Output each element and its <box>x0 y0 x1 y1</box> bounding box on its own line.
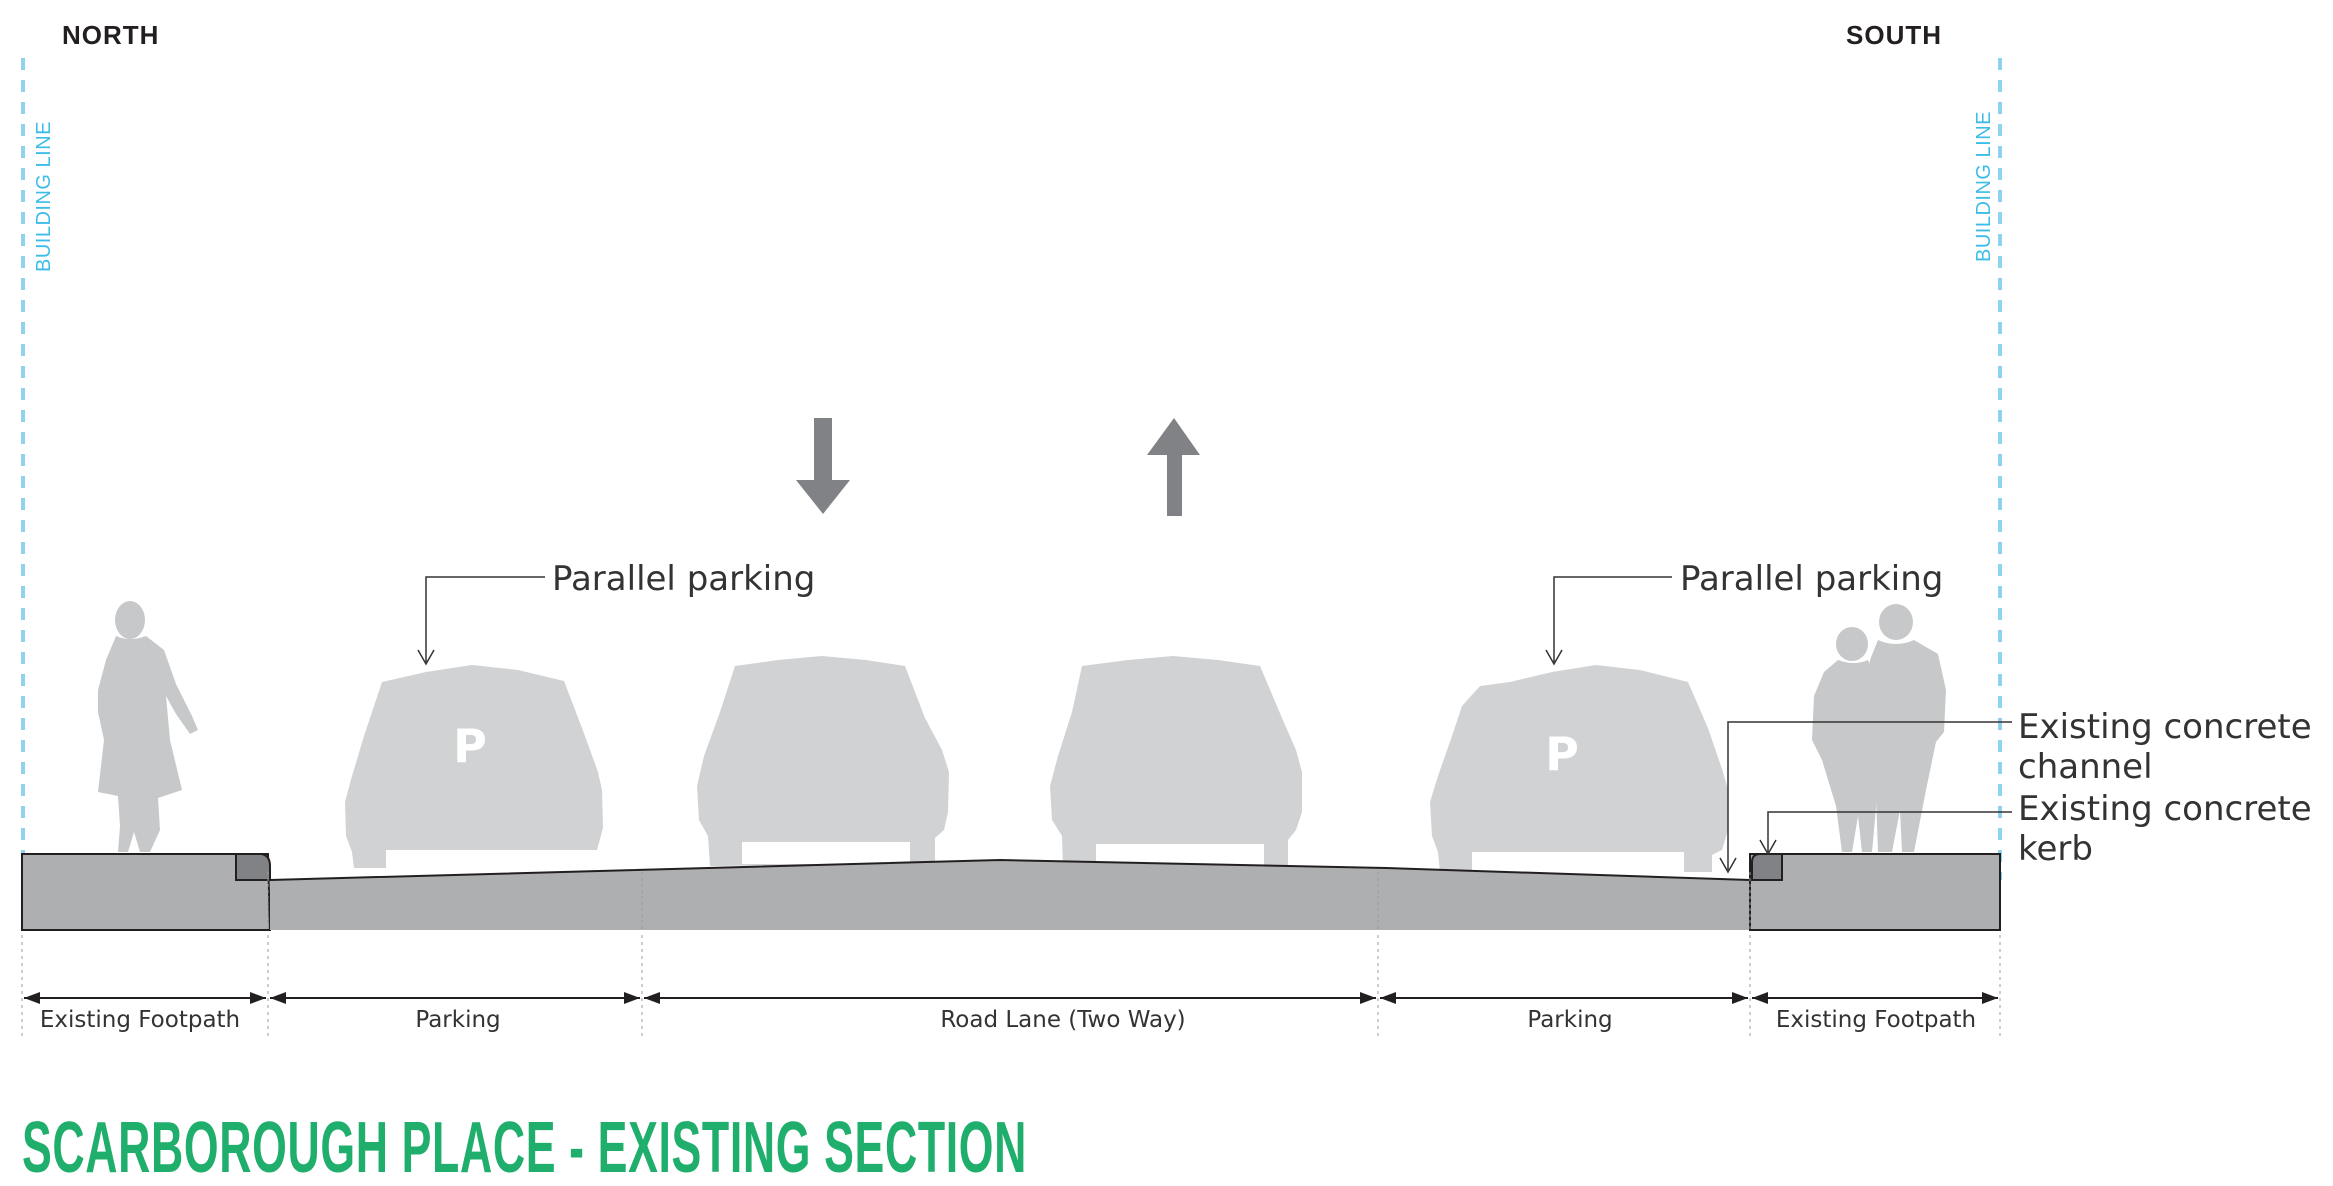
dimension-label-footpath-south: Existing Footpath <box>1776 1007 1976 1033</box>
callout-parking-left-label: Parallel parking <box>552 559 815 599</box>
dimension-arrows <box>24 992 1998 1004</box>
parking-symbol-left: P <box>453 719 487 773</box>
diagram-title: SCARBOROUGH PLACE - EXISTING SECTION <box>22 1108 1027 1186</box>
pedestrian-north <box>98 601 198 852</box>
ground-section <box>21 853 2001 931</box>
callout-kerb: Existing concrete kerb <box>1759 789 2312 869</box>
dimension-label-parking-north: Parking <box>415 1007 500 1033</box>
moving-car-1 <box>697 656 949 866</box>
building-line-right-label: BUILDING LINE <box>1973 111 1995 262</box>
parking-symbol-right: P <box>1545 727 1579 781</box>
dimension-label-footpath-north: Existing Footpath <box>40 1007 240 1033</box>
callout-channel-line1: Existing concrete <box>2018 707 2312 747</box>
northbound-arrow-icon <box>1147 418 1200 516</box>
dimension-label-road-lane: Road Lane (Two Way) <box>940 1007 1185 1033</box>
south-label: SOUTH <box>1846 20 1942 50</box>
parked-car-left: P <box>345 665 603 872</box>
callout-kerb-line2: kerb <box>2018 829 2093 869</box>
callout-parking-right-label: Parallel parking <box>1680 559 1943 599</box>
pedestrian-couple-south <box>1812 604 1946 852</box>
callout-channel: Existing concrete channel <box>1719 707 2312 874</box>
dimension-extension-lines <box>21 935 2001 1036</box>
moving-car-2 <box>1050 656 1302 868</box>
southbound-arrow-icon <box>796 418 850 514</box>
callout-parking-right: Parallel parking <box>1545 559 1943 666</box>
callout-kerb-line1: Existing concrete <box>2018 789 2312 829</box>
dimension-label-parking-south: Parking <box>1527 1007 1612 1033</box>
callout-parking-left: Parallel parking <box>417 559 815 666</box>
parked-car-right: P <box>1430 665 1728 874</box>
building-line-left-label: BUILDING LINE <box>33 121 55 272</box>
north-label: NORTH <box>62 20 159 50</box>
callout-channel-line2: channel <box>2018 747 2153 787</box>
